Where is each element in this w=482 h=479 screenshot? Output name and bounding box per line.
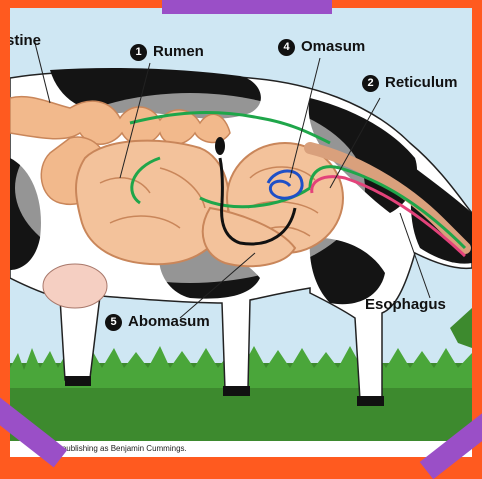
reticulum-label-text: Reticulum [385,74,458,91]
omasum-number: 4 [278,39,295,56]
path-black-marker [215,137,225,155]
omasum-label: 4 Omasum [278,38,365,56]
cow-hoof [357,396,384,406]
cow-hoof [223,386,250,396]
rumen-label-text: Rumen [153,43,204,60]
abomasum-label-text: Abomasum [128,313,210,330]
intestine-label: stine [10,32,41,49]
abomasum-label: 5 Abomasum [105,313,210,331]
diagram-frame: stine 1 Rumen 4 Omasum 2 Reticulum 5 Abomasu… [10,8,472,457]
esophagus-label-text: Esophagus [365,296,446,313]
cow-hoof [65,376,91,386]
credit-line: ation, publishing as Benjamin Cummings. [10,441,472,457]
reticulum-label: 2 Reticulum [362,74,458,92]
intestine-label-text: stine [10,32,41,49]
esophagus-label: Esophagus [365,296,446,313]
cow-udder [43,264,107,308]
reticulum-number: 2 [362,75,379,92]
abomasum-number: 5 [105,314,122,331]
accent-bar-top [162,0,332,14]
rumen-number: 1 [130,44,147,61]
omasum-label-text: Omasum [301,38,365,55]
rumen-label: 1 Rumen [130,43,204,61]
